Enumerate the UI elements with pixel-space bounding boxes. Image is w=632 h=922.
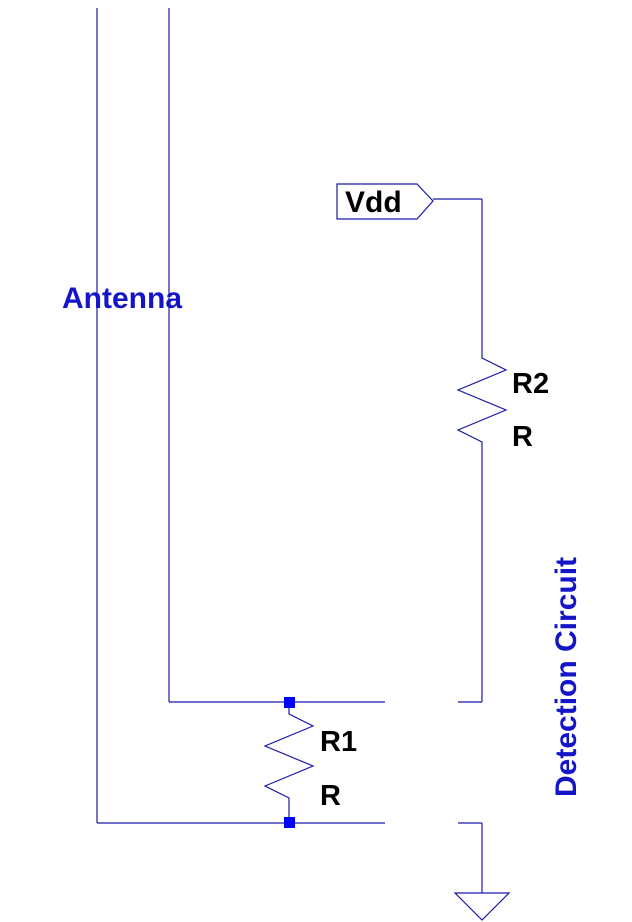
junctions	[284, 697, 295, 828]
r1-value: R	[320, 780, 341, 812]
resistor-r2-zigzag	[456, 354, 508, 450]
detection-circuit-label: Detection Circuit	[550, 557, 583, 797]
r1-reference: R1	[320, 726, 357, 758]
junction-top	[284, 697, 295, 708]
vdd-port: Vdd	[336, 183, 483, 354]
ground-symbol	[453, 892, 511, 921]
vdd-port-label: Vdd	[345, 186, 402, 219]
connection-wires	[97, 701, 483, 893]
resistor-r1-zigzag	[263, 702, 315, 823]
antenna-label: Antenna	[62, 282, 182, 315]
ground-icon	[453, 892, 511, 921]
r2-value: R	[512, 421, 533, 453]
resistor-r1: R1 R	[263, 702, 357, 823]
vdd-port-flag	[336, 183, 434, 220]
antenna-wires	[96, 8, 170, 823]
resistor-r2: R2 R	[456, 354, 549, 702]
r2-reference: R2	[512, 368, 549, 400]
junction-bottom	[284, 817, 295, 828]
